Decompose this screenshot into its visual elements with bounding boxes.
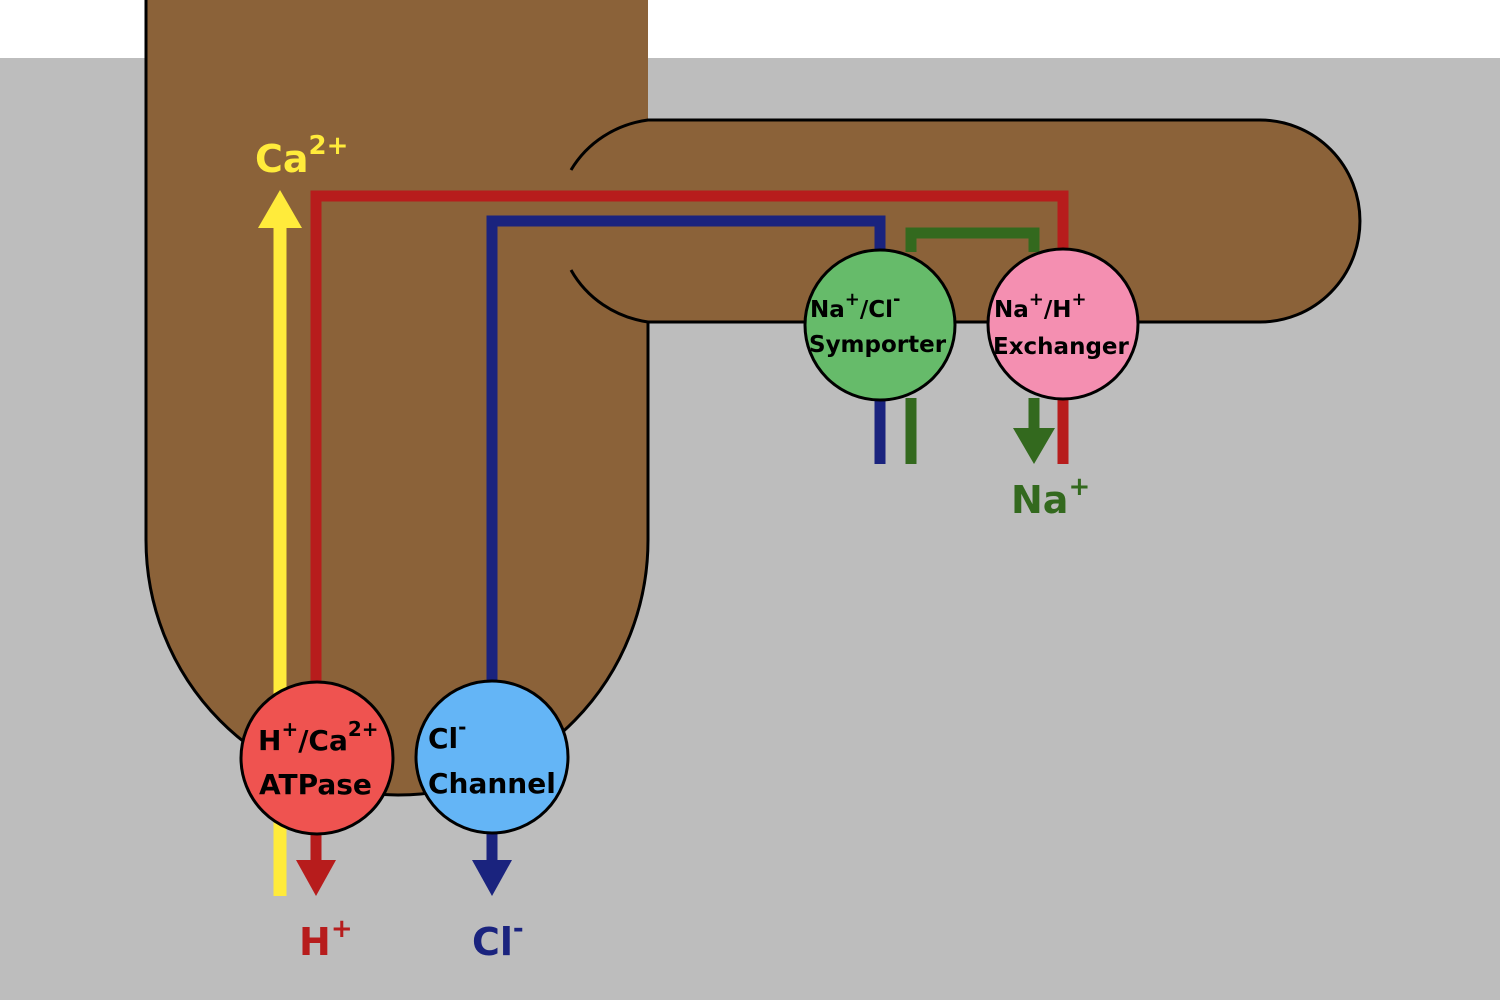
vertical-cell-outline-right [144,120,650,797]
chloride-pathway-line [486,215,886,682]
sodium-ion-label: Na+ [1011,472,1090,522]
sodium-arrowhead [1013,428,1055,464]
atpase-label-line1: H+/Ca2+ [258,717,379,757]
exchanger-label: Na+/H+ Exchanger [993,289,1130,360]
proton-pathway-line [310,190,1069,682]
calcium-arrowhead [258,190,302,228]
cl-channel-label-line1: Cl- [428,715,466,755]
symporter-label: Na+/Cl- Symporter [809,289,947,358]
calcium-ion-label: Ca2+ [255,131,348,181]
symporter-circle [803,248,957,402]
proton-arrowhead [296,860,336,896]
proton-ion-label: H+ [299,914,353,964]
sodium-recycle-line [905,227,1040,252]
chloride-arrowhead [472,860,512,896]
exchanger-circle [986,247,1140,401]
cl-channel-label: Cl- Channel [428,715,556,800]
symporter-label-line2: Symporter [809,332,947,358]
atpase-circle [239,680,395,836]
exchanger-label-line1: Na+/H+ [994,289,1087,323]
horizontal-cell-branch [571,120,1360,322]
atpase-label: H+/Ca2+ ATPase [258,717,379,801]
cl-channel-label-line2: Channel [428,767,556,800]
horizontal-cell-outline [569,118,1362,324]
vertical-cell-body [146,0,648,795]
atpase-label-line2: ATPase [259,768,372,801]
chloride-ion-label: Cl- [472,914,524,964]
exchanger-label-line2: Exchanger [993,334,1130,360]
symporter-label-line1: Na+/Cl- [810,289,901,323]
cl-channel-circle [414,679,570,835]
